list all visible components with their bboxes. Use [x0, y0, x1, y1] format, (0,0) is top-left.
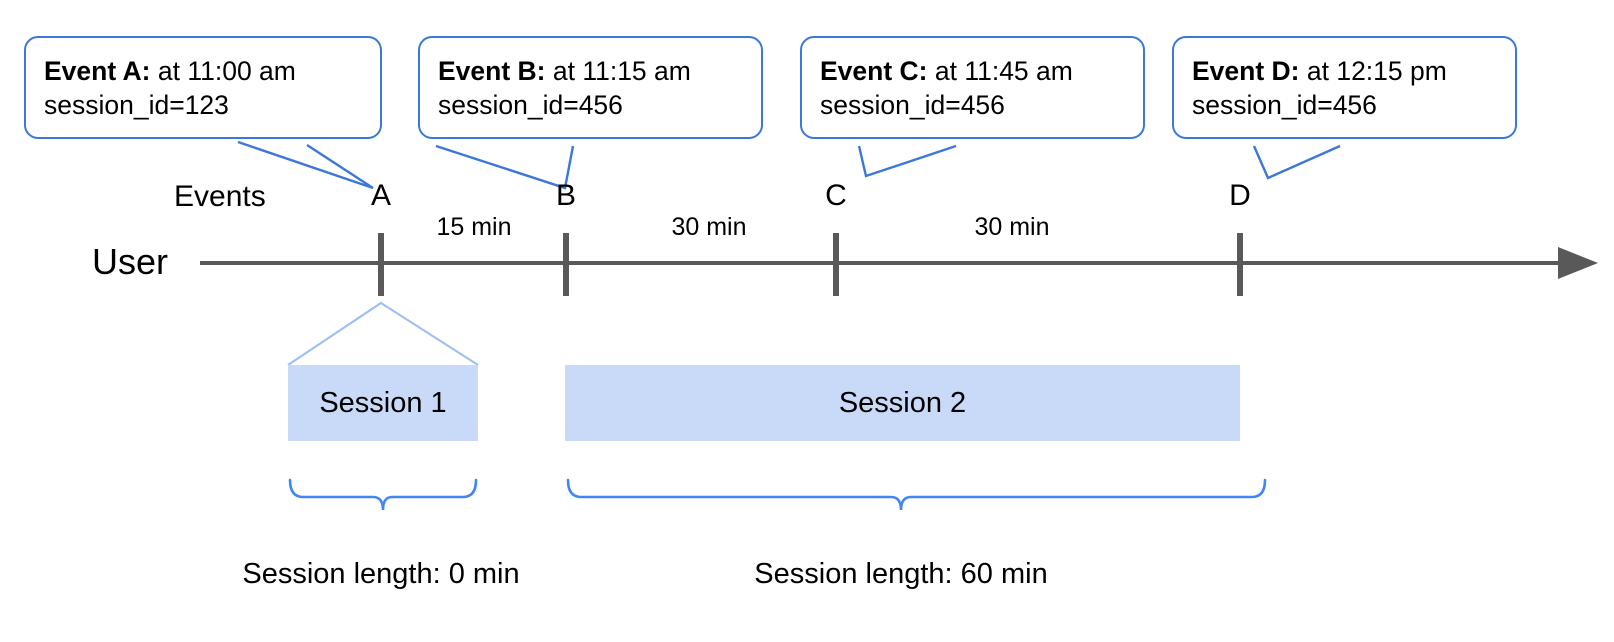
callout-a-line1: Event A: at 11:00 am	[44, 54, 362, 88]
events-row-label: Events	[174, 180, 266, 213]
callout-b-line1: Event B: at 11:15 am	[438, 54, 743, 88]
callout-a-line2: session_id=123	[44, 90, 229, 121]
gap-label-ab: 15 min	[436, 213, 512, 241]
callout-c-bold: Event C:	[820, 56, 928, 86]
callout-d-line2: session_id=456	[1192, 90, 1377, 121]
callout-event-d[interactable]: Event D: at 12:15 pm session_id=456	[1172, 36, 1517, 139]
callout-d-rest: at 12:15 pm	[1299, 56, 1447, 86]
callout-b-line2: session_id=456	[438, 90, 623, 121]
callout-a-rest: at 11:00 am	[150, 56, 296, 86]
session1-brace	[288, 478, 478, 511]
gap-label-cd: 30 min	[974, 213, 1050, 241]
callout-b-bold: Event B:	[438, 56, 546, 86]
event-marker-d: D	[1229, 179, 1251, 212]
session2-length-label: Session length: 60 min	[754, 558, 1048, 590]
event-marker-a: A	[370, 179, 392, 212]
callout-d-bold: Event D:	[1192, 56, 1300, 86]
callout-b-rest: at 11:15 am	[545, 56, 691, 86]
callout-tail-a	[237, 140, 374, 190]
event-marker-b: B	[555, 179, 577, 212]
callout-tail-b	[435, 144, 575, 190]
callout-a-bold: Event A:	[44, 56, 151, 86]
callout-tail-d	[1252, 144, 1341, 180]
session1-length-label: Session length: 0 min	[242, 558, 520, 590]
user-row-label: User	[92, 241, 169, 282]
callout-event-c[interactable]: Event C: at 11:45 am session_id=456	[800, 36, 1145, 139]
event-marker-c: C	[825, 179, 847, 212]
callout-c-line2: session_id=456	[820, 90, 1005, 121]
session1-funnel	[287, 301, 479, 366]
callout-c-line1: Event C: at 11:45 am	[820, 54, 1125, 88]
callout-event-b[interactable]: Event B: at 11:15 am session_id=456	[418, 36, 763, 139]
callout-d-line1: Event D: at 12:15 pm	[1192, 54, 1497, 88]
callout-c-rest: at 11:45 am	[927, 56, 1073, 86]
callout-tail-c	[857, 144, 957, 178]
session-box-2[interactable]: Session 2	[565, 365, 1240, 441]
session2-brace	[566, 478, 1267, 511]
gap-label-bc: 30 min	[671, 213, 747, 241]
callout-event-a[interactable]: Event A: at 11:00 am session_id=123	[24, 36, 382, 139]
session-box-1[interactable]: Session 1	[288, 365, 478, 441]
